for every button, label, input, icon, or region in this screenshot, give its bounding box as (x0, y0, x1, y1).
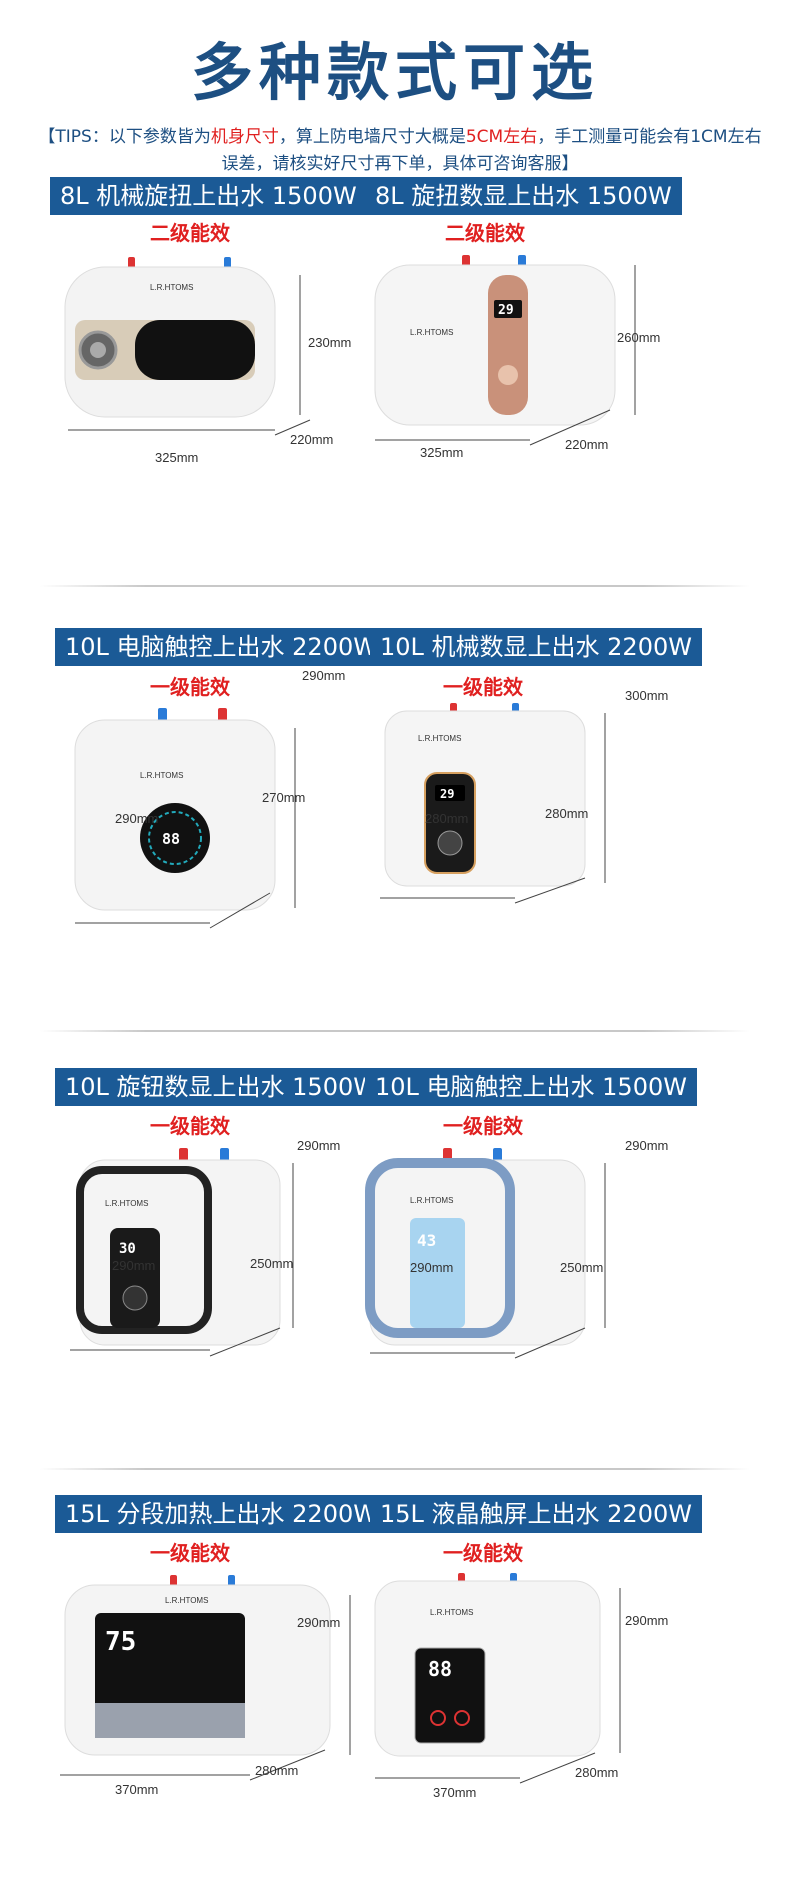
heater-image-8l-digital-knob: L.R.HTOMS 29 (374, 255, 636, 446)
brand-text: L.R.HTOMS (430, 1608, 473, 1617)
energy-grade: 一级能效 (443, 675, 523, 699)
tips-mid: ，算上防电墙尺寸大概是 (278, 127, 466, 147)
product-card-10l-mech-digital[interactable]: 10L 机械数显上出水 2200W 一级能效 L.R.HTOMS 29 300m… (370, 628, 790, 1003)
product-label: 10L 电脑触控上出水 2200W (55, 628, 387, 666)
energy-grade: 二级能效 (445, 221, 525, 245)
depth-dim: 280mm (545, 806, 589, 821)
product-row-3: 10L 旋钮数显上出水 1500W 一级能效 L.R.HTOMS 30 290m… (0, 1068, 790, 1443)
height-dim: 260mm (617, 330, 661, 345)
tips-highlight-body-size: 机身尺寸 (210, 127, 279, 147)
product-row-1: 8L 机械旋扭上出水 1500W 二级能效 L.R.HTOMS 230mm 32… (0, 175, 790, 550)
section-divider (40, 1030, 750, 1032)
width-dim: 370mm (115, 1782, 159, 1797)
depth-dim: 220mm (290, 432, 334, 447)
energy-grade: 一级能效 (150, 675, 230, 699)
product-label: 10L 机械数显上出水 2200W (370, 628, 702, 666)
energy-grade: 一级能效 (443, 1541, 523, 1565)
height-dim: 300mm (625, 688, 669, 703)
section-divider (40, 1468, 750, 1470)
temp-display: 29 (440, 787, 454, 801)
product-label: 15L 液晶触屏上出水 2200W (370, 1495, 702, 1533)
temp-display: 29 (498, 303, 514, 318)
depth-dim: 250mm (560, 1260, 604, 1275)
height-dim: 290mm (302, 668, 346, 683)
width-dim: 370mm (433, 1785, 477, 1800)
product-label: 8L 旋扭数显上出水 1500W (365, 177, 682, 215)
temp-display: 75 (105, 1627, 136, 1657)
heater-image-10l-touch: L.R.HTOMS 88 (74, 708, 296, 929)
depth-dim: 280mm (255, 1763, 299, 1778)
product-card-10l-touch-1500w[interactable]: 10L 电脑触控上出水 1500W 一级能效 L.R.HTOMS 43 290m… (365, 1068, 790, 1443)
energy-grade: 一级能效 (150, 1541, 230, 1565)
heater-image-15l-lcd-touch: L.R.HTOMS 88 (374, 1573, 621, 1784)
product-row-2: 10L 电脑触控上出水 2200W 一级能效 L.R.HTOMS 88 290m… (0, 628, 790, 1003)
height-dim: 230mm (308, 335, 352, 350)
product-card-10l-touch-2200w[interactable]: 10L 电脑触控上出水 2200W 一级能效 L.R.HTOMS 88 290m… (0, 628, 395, 1003)
depth-dim: 250mm (250, 1256, 294, 1271)
brand-text: L.R.HTOMS (410, 328, 453, 337)
product-label: 10L 旋钮数显上出水 1500W (55, 1068, 387, 1106)
product-label: 10L 电脑触控上出水 1500W (365, 1068, 697, 1106)
width-dim: 290mm (112, 1258, 156, 1273)
depth-dim: 270mm (262, 790, 306, 805)
height-dim: 290mm (625, 1138, 669, 1153)
width-dim: 290mm (410, 1260, 454, 1275)
tips-prefix: 【TIPS：以下参数皆为 (38, 127, 211, 147)
tips-suffix: ，手工测量可能会有1CM左右误差，请核实好尺寸再下单，具体可咨询客服】 (221, 127, 762, 174)
product-label: 8L 机械旋扭上出水 1500W (50, 177, 367, 215)
energy-grade: 二级能效 (150, 221, 230, 245)
width-dim: 290mm (115, 811, 159, 826)
product-card-15l-lcd-touch[interactable]: 15L 液晶触屏上出水 2200W 一级能效 L.R.HTOMS 88 290m… (370, 1495, 790, 1870)
height-dim: 290mm (297, 1138, 341, 1153)
energy-grade: 一级能效 (443, 1114, 523, 1138)
brand-text: L.R.HTOMS (418, 734, 461, 743)
product-card-8l-mechanical[interactable]: 8L 机械旋扭上出水 1500W 二级能效 L.R.HTOMS 230mm 32… (0, 175, 395, 550)
temp-display: 43 (417, 1231, 436, 1250)
width-dim: 325mm (155, 450, 199, 465)
temp-display: 88 (162, 830, 180, 848)
tips-highlight-5cm: 5CM左右 (465, 127, 538, 147)
product-label: 15L 分段加热上出水 2200W (55, 1495, 387, 1533)
width-dim: 280mm (425, 811, 469, 826)
height-dim: 290mm (625, 1613, 669, 1628)
brand-text: L.R.HTOMS (140, 771, 183, 780)
tips-note: 【TIPS：以下参数皆为机身尺寸，算上防电墙尺寸大概是5CM左右，手工测量可能会… (35, 124, 765, 178)
heater-image-10l-knob-digital: L.R.HTOMS 30 (70, 1148, 294, 1357)
heater-image-15l-segmented: L.R.HTOMS 75 (60, 1575, 351, 1781)
product-row-4: 15L 分段加热上出水 2200W 一级能效 L.R.HTOMS 75 290m… (0, 1495, 790, 1870)
heater-image-10l-mech-digital: L.R.HTOMS 29 (380, 703, 606, 904)
height-dim: 290mm (297, 1615, 341, 1630)
temp-display: 30 (119, 1241, 136, 1257)
heater-image-10l-touch-blue: L.R.HTOMS 43 (365, 1148, 606, 1359)
product-card-15l-segmented[interactable]: 15L 分段加热上出水 2200W 一级能效 L.R.HTOMS 75 290m… (0, 1495, 395, 1870)
brand-text: L.R.HTOMS (105, 1199, 148, 1208)
depth-dim: 220mm (565, 437, 609, 452)
depth-dim: 280mm (575, 1765, 619, 1780)
page-title: 多种款式可选 (190, 36, 599, 109)
brand-text: L.R.HTOMS (165, 1596, 208, 1605)
section-divider (40, 585, 750, 587)
product-card-8l-digital-knob[interactable]: 8L 旋扭数显上出水 1500W 二级能效 L.R.HTOMS 29 260mm… (365, 175, 790, 550)
brand-text: L.R.HTOMS (410, 1196, 453, 1205)
brand-text: L.R.HTOMS (150, 283, 193, 292)
energy-grade: 一级能效 (150, 1114, 230, 1138)
heater-image-8l-mechanical: L.R.HTOMS (64, 257, 311, 436)
width-dim: 325mm (420, 445, 464, 460)
product-card-10l-knob-digital[interactable]: 10L 旋钮数显上出水 1500W 一级能效 L.R.HTOMS 30 290m… (0, 1068, 395, 1443)
temp-display: 88 (428, 1657, 452, 1681)
